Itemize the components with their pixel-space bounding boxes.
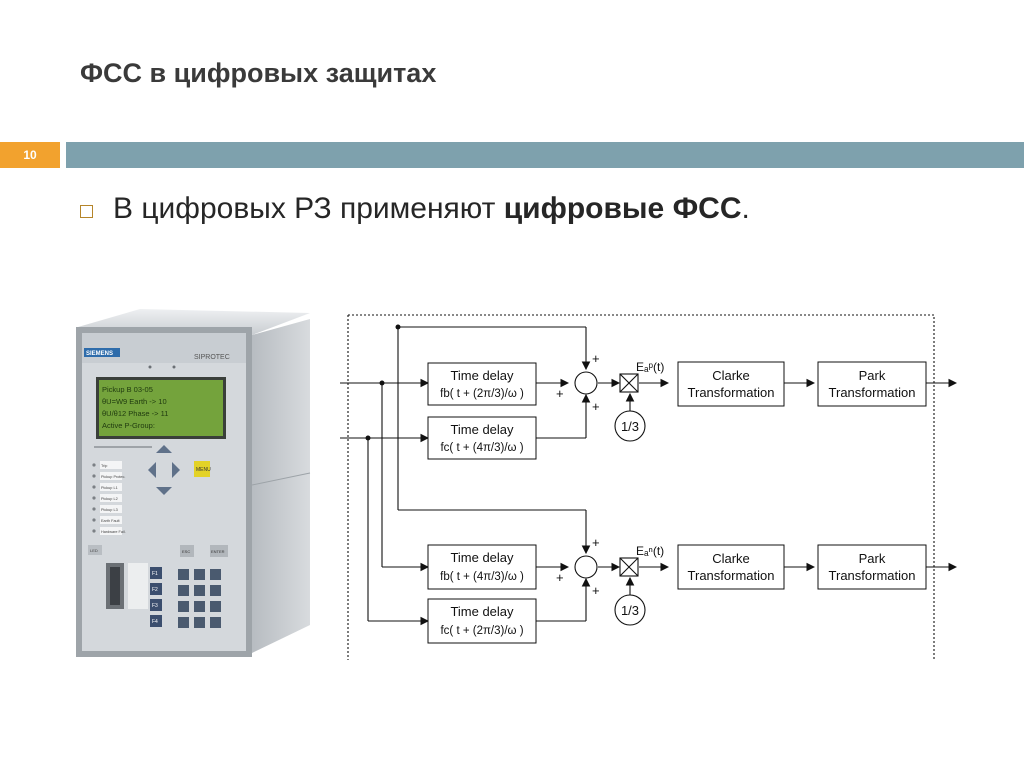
- arrow-left-icon[interactable]: [148, 462, 156, 478]
- led-label-6: Earth Fault: [101, 519, 121, 523]
- arrow-right-icon[interactable]: [172, 462, 180, 478]
- numeric-keypad[interactable]: [178, 569, 221, 628]
- bottom-delay2-title: Time delay: [450, 604, 514, 619]
- lcd-line-1: Pickup B 03-05: [102, 385, 153, 394]
- bottom-plus-bottom: +: [592, 583, 600, 598]
- bottom-delay2-formula: fc( t + (2π/3)/ω ): [440, 625, 523, 637]
- bullet-item: В цифровых РЗ применяют цифровые ФСС.: [80, 192, 750, 226]
- f4-label: F4: [152, 619, 158, 625]
- led-label-4: Pickup L2: [101, 497, 118, 501]
- fss-block-diagram: Time delay fb( t + (2π/3)/ω ) Time delay…: [340, 314, 958, 660]
- slide-number: 10: [0, 142, 60, 168]
- f2-label: F2: [152, 587, 158, 593]
- f1-label: F1: [152, 571, 158, 577]
- bullet-text: В цифровых РЗ применяют: [113, 192, 504, 225]
- f4-key[interactable]: [150, 615, 162, 627]
- f1-key[interactable]: [150, 567, 162, 579]
- top-summing-node: [574, 371, 598, 395]
- f3-label: F3: [152, 603, 158, 609]
- top-clarke-line2: Transformation: [688, 385, 775, 400]
- top-plus-top: +: [592, 351, 600, 366]
- relay-side-face: [252, 319, 310, 653]
- bullet-bold-text: цифровые ФСС: [503, 192, 742, 225]
- led-reset-button[interactable]: [88, 545, 102, 555]
- top-output-label: Eₐᵖ(t): [636, 360, 664, 374]
- bottom-clarke-line2: Transformation: [688, 568, 775, 583]
- top-delay1-title: Time delay: [450, 368, 514, 383]
- bottom-park-block: Park Transformation: [817, 544, 927, 590]
- bottom-gain-label: 1/3: [621, 603, 639, 618]
- led-label-3: Pickup L1: [101, 486, 118, 490]
- bottom-park-line1: Park: [859, 551, 886, 566]
- relay-brand: SIEMENS: [86, 351, 113, 357]
- top-delay1-formula: fb( t + (2π/3)/ω ): [440, 388, 524, 400]
- top-clarke-block: Clarke Transformation: [677, 361, 785, 407]
- enter-key[interactable]: [210, 545, 228, 557]
- bottom-park-line2: Transformation: [829, 568, 916, 583]
- bottom-delay-block-1: Time delay fb( t + (4π/3)/ω ): [427, 544, 537, 590]
- square-bullet-icon: [80, 204, 93, 218]
- esc-key-label: ESC: [182, 549, 190, 554]
- menu-key[interactable]: [194, 461, 210, 477]
- top-clarke-line1: Clarke: [712, 368, 750, 383]
- menu-key-label: MENU: [196, 467, 211, 473]
- top-delay2-formula: fc( t + (4π/3)/ω ): [440, 442, 523, 454]
- led-label-5: Pickup L3: [101, 508, 118, 512]
- bottom-summing-node: [574, 555, 598, 579]
- bottom-clarke-block: Clarke Transformation: [677, 544, 785, 590]
- relay-model: SIPROTEC: [194, 354, 230, 361]
- bottom-plus-left: +: [556, 570, 564, 585]
- bottom-output-label: Eₐⁿ(t): [636, 544, 664, 558]
- bottom-multiplier-icon: [619, 557, 639, 577]
- esc-key[interactable]: [180, 545, 194, 557]
- f2-key[interactable]: [150, 583, 162, 595]
- led-list: Trip Pickup Protec. Pickup L1 Pickup L2 …: [92, 461, 126, 535]
- top-park-line2: Transformation: [829, 385, 916, 400]
- bottom-delay1-formula: fb( t + (4π/3)/ω ): [440, 571, 524, 583]
- bottom-delay1-title: Time delay: [450, 550, 514, 565]
- f3-key[interactable]: [150, 599, 162, 611]
- bottom-clarke-line1: Clarke: [712, 551, 750, 566]
- top-delay2-title: Time delay: [450, 422, 514, 437]
- bottom-plus-top: +: [592, 535, 600, 550]
- led-label-2: Pickup Protec.: [101, 475, 125, 479]
- header-rule-bar: [66, 142, 1024, 168]
- top-park-line1: Park: [859, 368, 886, 383]
- led-reset-label: LED: [90, 548, 98, 553]
- lcd-line-2: θU=W9 Earth -> 10: [102, 397, 167, 406]
- top-gain-label: 1/3: [621, 419, 639, 434]
- led-label-7: Hardware Fail.: [101, 530, 126, 534]
- led-label-1: Trip: [101, 464, 107, 468]
- top-park-block: Park Transformation: [817, 361, 927, 407]
- arrow-up-icon[interactable]: [156, 445, 172, 453]
- function-keys[interactable]: F1 F2 F3 F4: [150, 567, 162, 627]
- serial-port: [110, 567, 120, 605]
- top-multiplier-icon: [619, 373, 639, 393]
- bottom-delay-block-2: Time delay fc( t + (2π/3)/ω ): [427, 598, 537, 644]
- top-gain-node: [614, 410, 646, 442]
- enter-key-label: ENTER: [211, 549, 225, 554]
- lcd-line-4: Active P-Group:: [102, 421, 155, 430]
- top-delay-block-1: Time delay fb( t + (2π/3)/ω ): [427, 362, 537, 406]
- top-delay-block-2: Time delay fc( t + (4π/3)/ω ): [427, 416, 537, 460]
- arrow-keypad[interactable]: [148, 445, 180, 495]
- relay-lcd-screen: [99, 380, 223, 436]
- top-plus-bottom: +: [592, 399, 600, 414]
- lcd-line-3: θU/θ12 Phase -> 11: [102, 409, 168, 418]
- bottom-gain-node: [614, 594, 646, 626]
- top-plus-left: +: [556, 386, 564, 401]
- bullet-end: .: [741, 192, 750, 225]
- relay-device-image: SIEMENS SIPROTEC Pickup B 03-05 θU=W9 Ea…: [76, 309, 311, 657]
- arrow-down-icon[interactable]: [156, 487, 172, 495]
- slide-title: ФСС в цифровых защитах: [80, 58, 437, 88]
